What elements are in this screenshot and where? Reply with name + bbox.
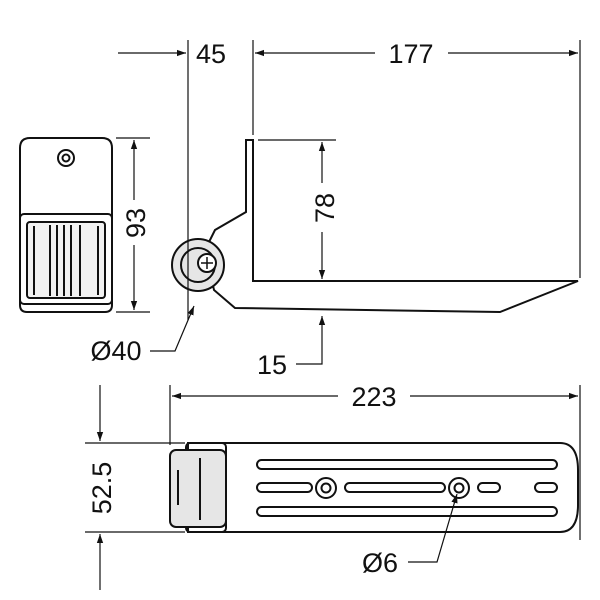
dimension-labels: 45 177 93 78 Ø40 15 223 52.5 Ø6 <box>87 39 434 578</box>
front-wheel-rim <box>33 226 99 295</box>
dim-label-45: 45 <box>196 39 226 69</box>
slot-1 <box>256 459 558 470</box>
wheel-housing <box>19 213 113 305</box>
dim-label-93: 93 <box>121 208 151 238</box>
front-view <box>19 137 113 313</box>
front-wheel <box>26 221 106 299</box>
slot-2d <box>534 482 558 493</box>
roller-detail <box>177 458 201 520</box>
mount-hole-1-inner <box>320 482 332 494</box>
mount-hole <box>57 149 75 167</box>
mount-hole-2-inner <box>453 482 465 494</box>
axle-cross <box>201 257 213 269</box>
dimension-lines <box>85 40 581 590</box>
bracket-profile <box>203 139 579 314</box>
base-plate-outline <box>187 442 579 533</box>
mount-plate-outline <box>19 137 113 313</box>
dim-dia6-leader <box>408 493 458 563</box>
dim-label-dia40: Ø40 <box>90 336 141 366</box>
dim-label-223: 223 <box>351 382 396 412</box>
front-wheel-tread <box>49 225 81 296</box>
mount-hole-inner <box>61 153 71 163</box>
slot-2c <box>477 482 501 493</box>
dim-label-78: 78 <box>310 193 340 223</box>
mount-hole-2 <box>448 477 470 499</box>
top-view <box>169 442 579 533</box>
dim-label-dia6: Ø6 <box>362 548 398 578</box>
dim-label-52-5: 52.5 <box>87 462 117 515</box>
dim-dia40-leader <box>150 305 195 352</box>
dim-label-15: 15 <box>257 350 287 380</box>
dim-15-leader <box>296 316 326 365</box>
top-roller <box>169 449 227 528</box>
slot-2a <box>256 482 313 493</box>
slot-2b <box>344 482 446 493</box>
mount-hole-1 <box>315 477 337 499</box>
dim-label-177: 177 <box>388 39 433 69</box>
slot-3 <box>256 506 558 517</box>
side-view <box>171 139 579 314</box>
